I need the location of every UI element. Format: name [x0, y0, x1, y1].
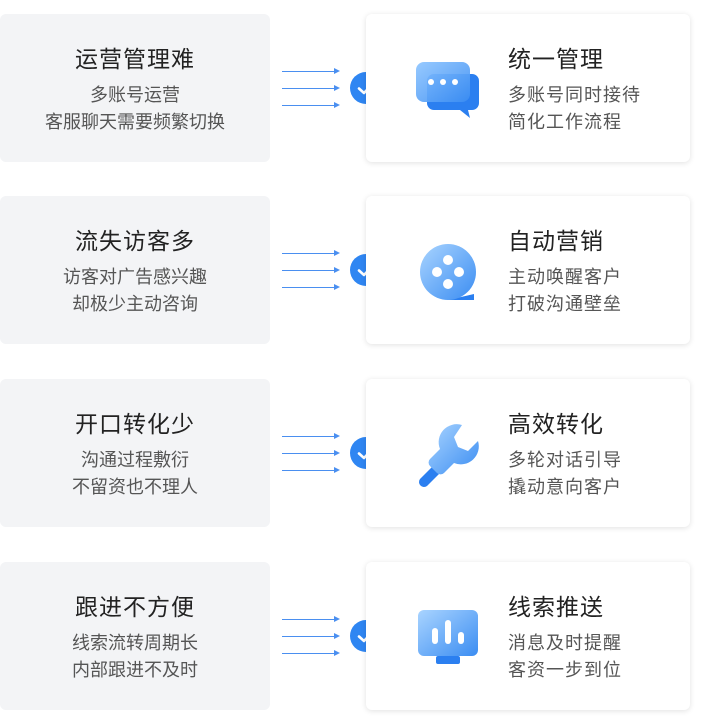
problem-line: 线索流转周期长 — [72, 633, 198, 654]
problem-description: 多账号运营 客服聊天需要频繁切换 — [0, 82, 270, 136]
solution-title: 统一管理 — [508, 47, 604, 73]
solution-line: 打破沟通壁垒 — [508, 294, 622, 315]
solution-line: 简化工作流程 — [508, 112, 622, 133]
solution-card: 高效转化 多轮对话引导 撬动意向客户 — [366, 379, 690, 527]
solution-line: 客资一步到位 — [508, 660, 622, 681]
chat-bubbles-icon — [410, 52, 486, 128]
problem-card: 运营管理难 多账号运营 客服聊天需要频繁切换 — [0, 14, 270, 162]
problem-title: 运营管理难 — [75, 47, 195, 73]
comparison-row: 流失访客多 访客对广告感兴趣 却极少主动咨询 — [0, 196, 702, 344]
problem-line: 内部跟进不及时 — [72, 660, 198, 681]
solution-card: 统一管理 多账号同时接待 简化工作流程 — [366, 14, 690, 162]
problem-line: 却极少主动咨询 — [72, 294, 198, 315]
problem-description: 访客对广告感兴趣 却极少主动咨询 — [0, 264, 270, 318]
wrench-icon — [410, 417, 486, 493]
problem-description: 线索流转周期长 内部跟进不及时 — [0, 630, 270, 684]
solution-line: 主动唤醒客户 — [508, 267, 622, 288]
solution-line: 多账号同时接待 — [508, 85, 641, 106]
problem-line: 沟通过程敷衍 — [81, 450, 189, 471]
solution-line: 多轮对话引导 — [508, 450, 622, 471]
message-dots-icon — [410, 234, 486, 310]
problem-line: 多账号运营 — [90, 85, 180, 106]
arrows-icon — [282, 616, 340, 659]
solution-description: 主动唤醒客户 打破沟通壁垒 — [508, 264, 622, 318]
problem-line: 客服聊天需要频繁切换 — [45, 112, 225, 133]
solution-title: 高效转化 — [508, 412, 604, 438]
arrows-icon — [282, 68, 340, 111]
solution-title: 自动营销 — [508, 229, 604, 255]
monitor-chart-icon — [410, 600, 486, 676]
arrows-icon — [282, 250, 340, 293]
problem-description: 沟通过程敷衍 不留资也不理人 — [0, 447, 270, 501]
problem-card: 跟进不方便 线索流转周期长 内部跟进不及时 — [0, 562, 270, 710]
arrows-icon — [282, 433, 340, 476]
solution-description: 消息及时提醒 客资一步到位 — [508, 630, 622, 684]
comparison-row: 跟进不方便 线索流转周期长 内部跟进不及时 — [0, 562, 702, 710]
solution-title: 线索推送 — [508, 595, 604, 621]
solution-line: 撬动意向客户 — [508, 477, 622, 498]
comparison-row: 开口转化少 沟通过程敷衍 不留资也不理人 高效转化 多轮对话 — [0, 379, 702, 527]
problem-card: 流失访客多 访客对广告感兴趣 却极少主动咨询 — [0, 196, 270, 344]
comparison-row: 运营管理难 多账号运营 客服聊天需要频繁切换 — [0, 14, 702, 162]
solution-card: 自动营销 主动唤醒客户 打破沟通壁垒 — [366, 196, 690, 344]
problem-line: 访客对广告感兴趣 — [63, 267, 207, 288]
solution-description: 多轮对话引导 撬动意向客户 — [508, 447, 622, 501]
problem-line: 不留资也不理人 — [72, 477, 198, 498]
problem-title: 开口转化少 — [75, 412, 195, 438]
problem-title: 流失访客多 — [75, 229, 195, 255]
problem-card: 开口转化少 沟通过程敷衍 不留资也不理人 — [0, 379, 270, 527]
solution-description: 多账号同时接待 简化工作流程 — [508, 82, 641, 136]
solution-card: 线索推送 消息及时提醒 客资一步到位 — [366, 562, 690, 710]
problem-title: 跟进不方便 — [75, 595, 195, 621]
solution-line: 消息及时提醒 — [508, 633, 622, 654]
